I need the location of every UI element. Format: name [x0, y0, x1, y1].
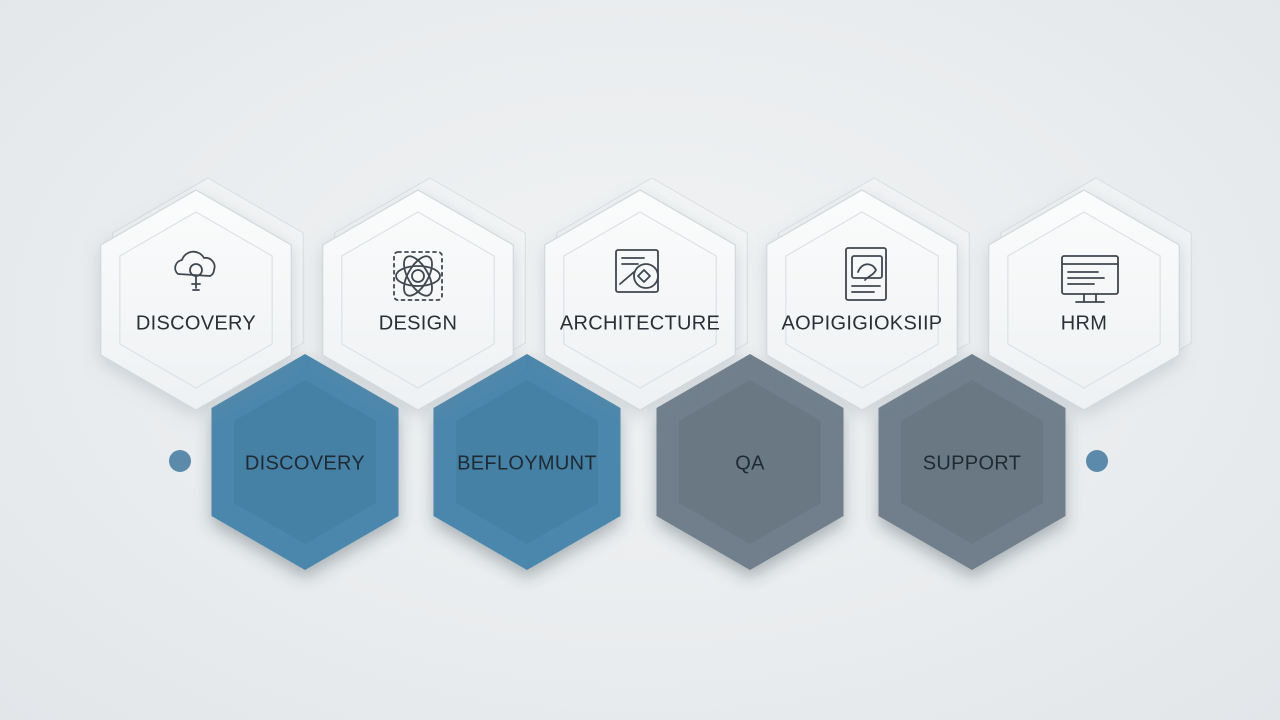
bottom-hexagon-label: SUPPORT: [923, 452, 1021, 474]
hexagon-face: [433, 354, 621, 570]
top-hexagon-label: ARCHITECTURE: [560, 312, 720, 334]
bottom-hexagon-row: DISCOVERY BEFLOYMUNT QA SUPPORT: [211, 354, 1066, 570]
bottom-hexagon-4: SUPPORT: [878, 354, 1066, 570]
bottom-hexagon-label: QA: [735, 452, 765, 474]
hexagon-face: [544, 189, 736, 411]
top-hexagon-3: ARCHITECTURE: [544, 177, 748, 411]
top-hexagon-1: DISCOVERY: [100, 177, 304, 411]
bottom-hexagon-label: BEFLOYMUNT: [457, 452, 597, 474]
top-hexagon-row: DISCOVERY DESIGN ARCHITECTURE AOPIGIGIOKSII…: [100, 177, 1192, 411]
hexagon-inner-border: [119, 211, 273, 389]
hexagon-inner-bevel: [679, 380, 821, 544]
blueprint-icon: [615, 249, 659, 293]
hexagon-face: [878, 354, 1066, 570]
top-hexagon-label: HRM: [1061, 312, 1107, 334]
hexagon-inner-border: [563, 211, 717, 389]
top-hexagon-label: DISCOVERY: [136, 312, 256, 334]
left-connector-dot: [169, 450, 191, 472]
bottom-hexagon-1: DISCOVERY: [211, 354, 399, 570]
right-connector-dot: [1086, 450, 1108, 472]
bottom-hexagon-label: DISCOVERY: [245, 452, 365, 474]
top-hexagon-label: DESIGN: [379, 312, 457, 334]
hexagon-face: [656, 354, 844, 570]
hexagon-inner-bevel: [901, 380, 1043, 544]
bottom-hexagon-2: BEFLOYMUNT: [433, 354, 621, 570]
hexagon-inner-border: [1007, 211, 1161, 389]
hexagon-inner-bevel: [456, 380, 598, 544]
monitor-icon: [1061, 255, 1119, 303]
hexagon-face: [100, 189, 292, 411]
hexagon-inner-border: [785, 211, 939, 389]
bottom-hexagon-3: QA: [656, 354, 844, 570]
cloud-bulb-icon: [174, 250, 216, 291]
atom-icon: [393, 251, 443, 301]
document-screen-icon: [845, 247, 887, 301]
hexagon-inner-border: [341, 211, 495, 389]
hexagon-face: [211, 354, 399, 570]
top-hexagon-label: AOPIGIGIOKSIIP: [782, 312, 943, 334]
hexagon-inner-bevel: [234, 380, 376, 544]
